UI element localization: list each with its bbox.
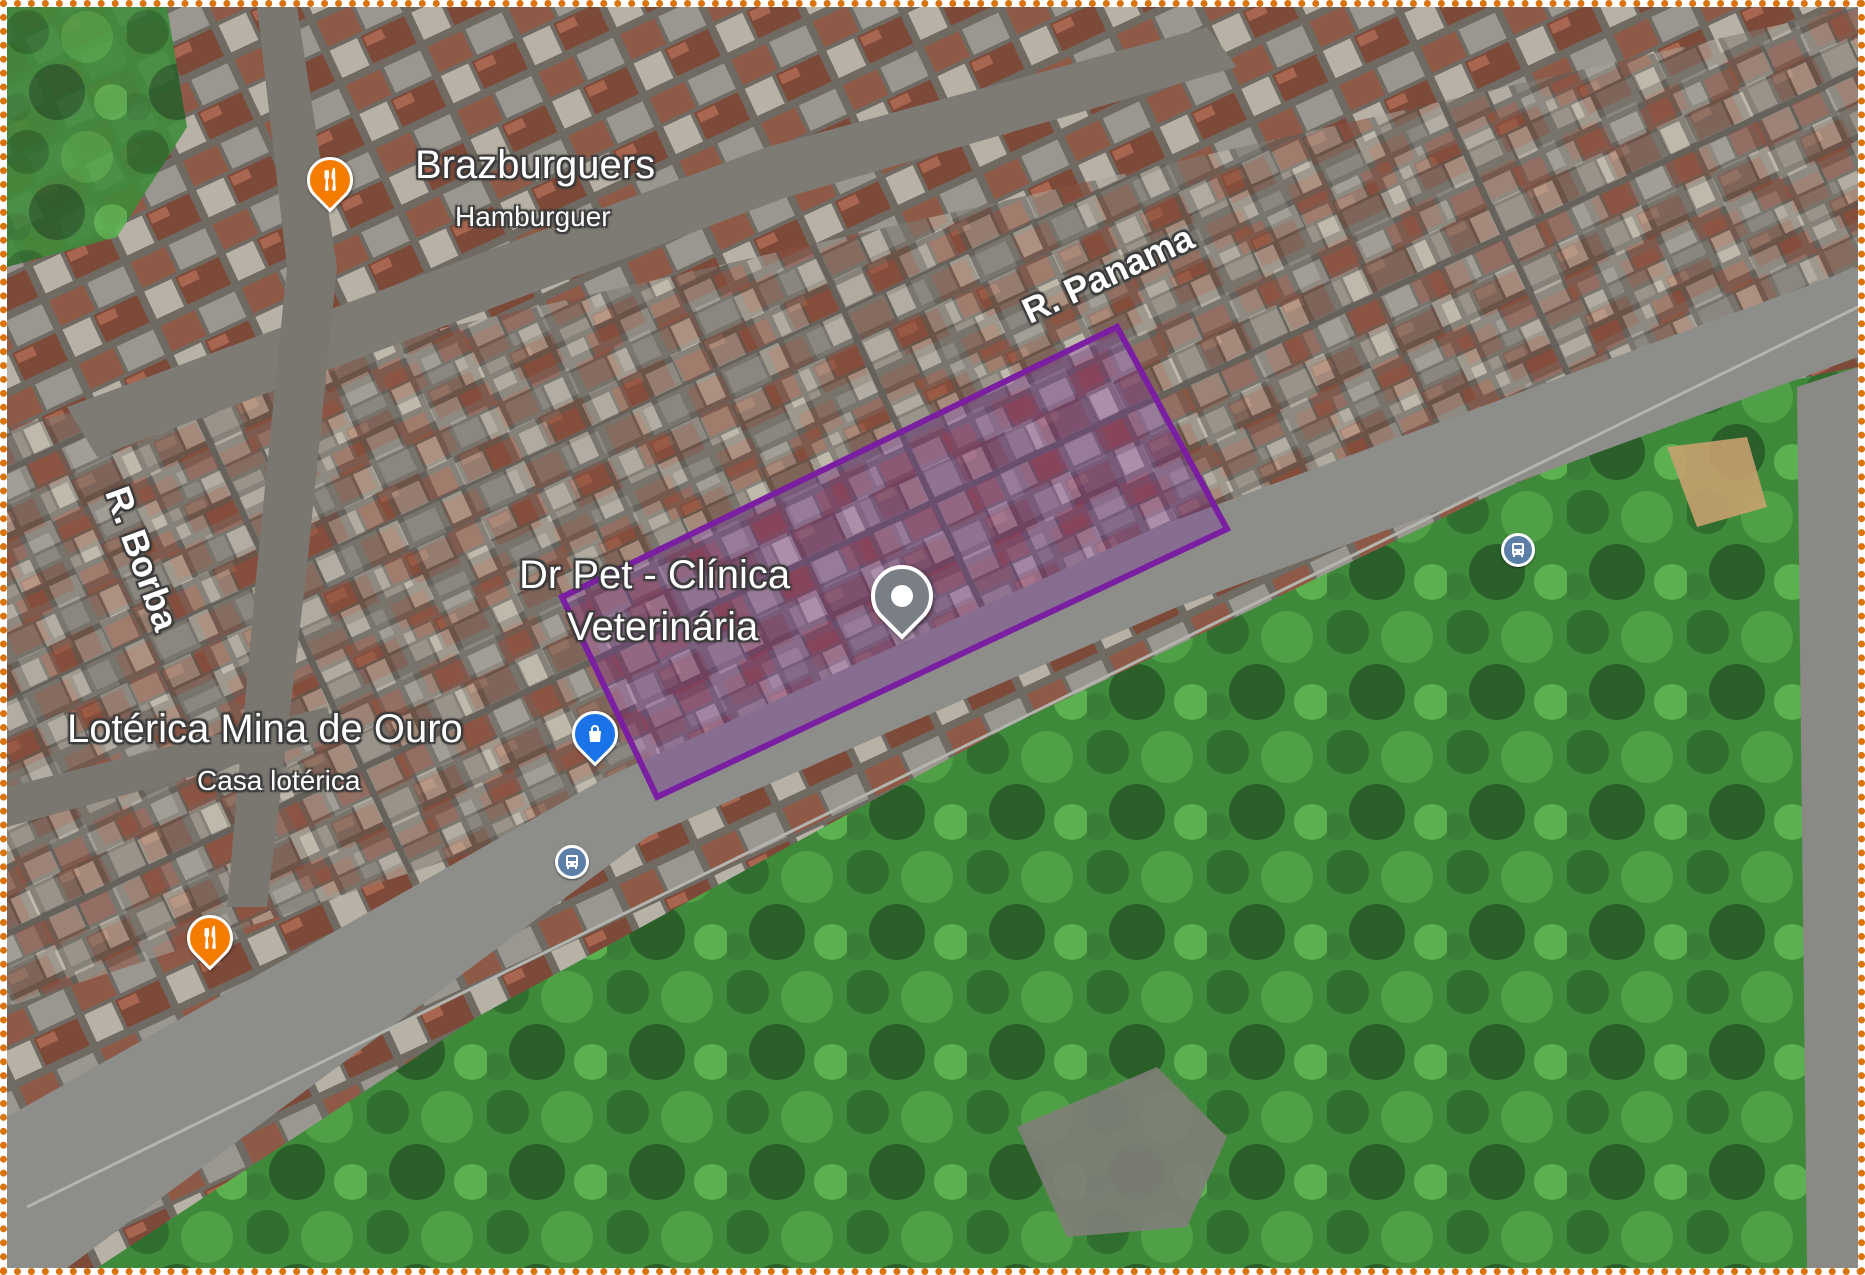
parcel-outline <box>558 323 1232 801</box>
map-canvas[interactable]: 🍴︎ Brazburguers Hamburguer R. Panama R. … <box>7 7 1858 1268</box>
place-category-brazburguers: Hamburguer <box>455 201 611 232</box>
place-name-dr-pet-line1[interactable]: Dr Pet - Clínica <box>519 553 791 597</box>
restaurant-icon: 🍴︎ <box>316 167 344 193</box>
place-category-loterica: Casa lotérica <box>197 765 361 796</box>
restaurant-icon: 🍴︎ <box>196 925 224 951</box>
place-name-dr-pet-line2[interactable]: Veterinária <box>567 605 759 649</box>
bus-stop-icon[interactable] <box>1501 533 1535 567</box>
place-name-loterica[interactable]: Lotérica Mina de Ouro <box>67 707 463 751</box>
satellite-imagery <box>7 7 1858 1268</box>
selected-place-dot <box>891 585 913 607</box>
bus-stop-icon[interactable] <box>555 845 589 879</box>
shopping-bag-icon <box>572 711 618 757</box>
place-name-brazburguers[interactable]: Brazburguers <box>415 143 656 187</box>
